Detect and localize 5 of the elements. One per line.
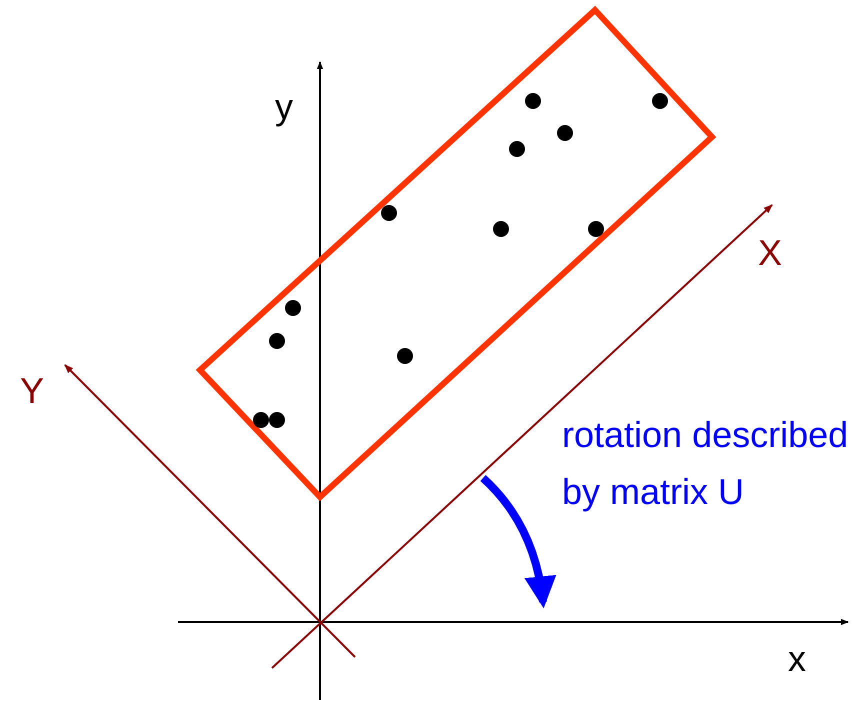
axis-label: Y	[20, 369, 44, 413]
axis-label: y	[275, 85, 293, 129]
axis-label: x	[788, 637, 806, 681]
axis-label: X	[758, 231, 782, 275]
annotation-text: rotation described by matrix U	[562, 413, 850, 514]
